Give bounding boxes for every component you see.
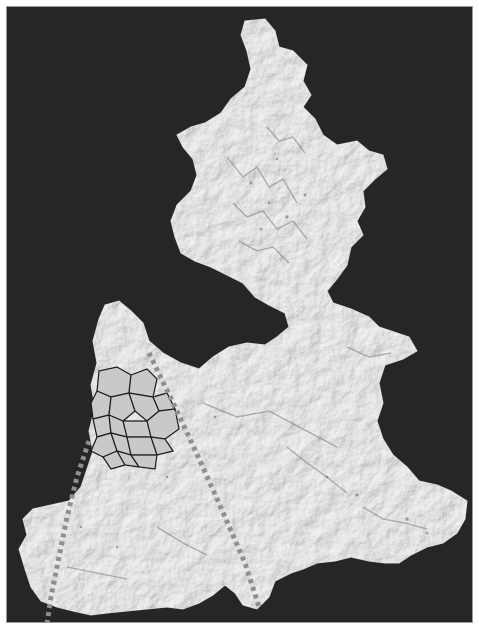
shaded-relief bbox=[19, 19, 467, 615]
relief-map bbox=[18, 18, 468, 622]
municipal-boundaries bbox=[90, 366, 180, 470]
municipality-9 bbox=[122, 420, 152, 438]
transect-line-2 bbox=[44, 440, 92, 622]
municipality-17 bbox=[129, 454, 158, 470]
transect-lines bbox=[44, 351, 262, 622]
ridge-lines bbox=[66, 126, 428, 580]
municipality-4 bbox=[108, 392, 136, 422]
municipality-2 bbox=[128, 368, 158, 398]
municipality-14 bbox=[150, 436, 174, 456]
map-frame bbox=[6, 6, 473, 623]
transect-line-1 bbox=[146, 351, 262, 608]
municipality-1 bbox=[96, 366, 132, 398]
peak-marks bbox=[79, 157, 429, 549]
